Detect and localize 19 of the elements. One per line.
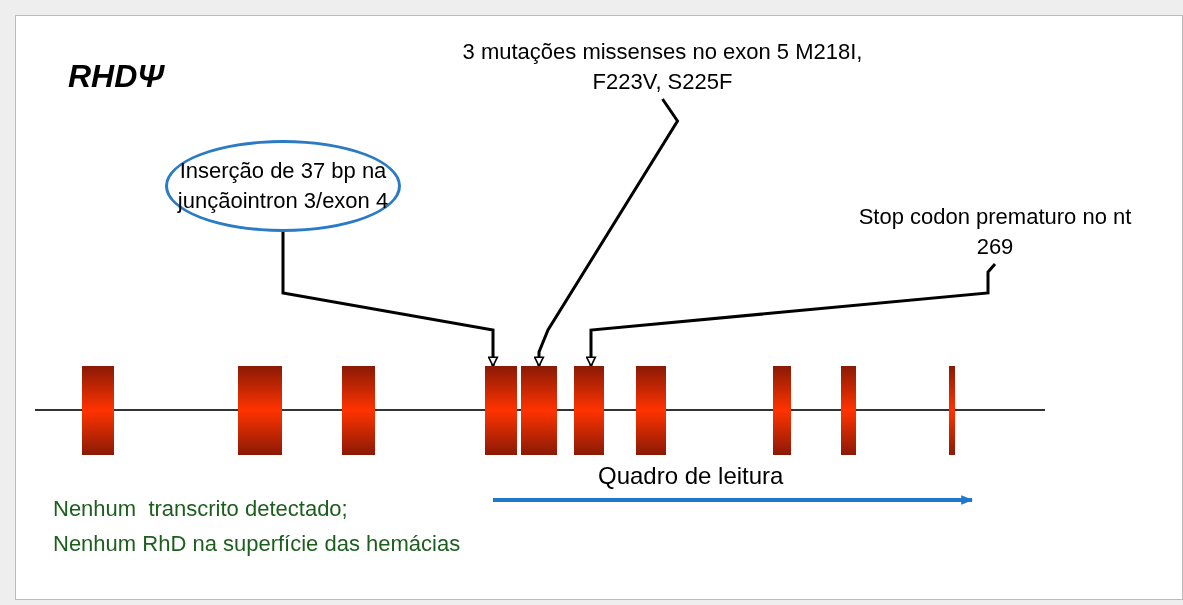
exon-block <box>841 366 856 455</box>
annotation-text: Stop codon prematuro no nt 269 <box>840 200 1150 264</box>
exon-block <box>773 366 791 455</box>
exon-block <box>521 366 557 455</box>
exon-block <box>342 366 375 455</box>
arrow <box>281 232 499 367</box>
gene-title: RHDΨ <box>68 58 164 95</box>
axis-label: Quadro de leitura <box>598 462 784 490</box>
arrow <box>533 98 680 367</box>
annotation-text: 3 mutações missenses no exon 5 M218I, F223V, S225F <box>430 35 895 99</box>
note-text: Nenhum RhD na superfície das hemácias <box>53 531 461 557</box>
arrow <box>585 263 997 367</box>
exon-block <box>485 366 517 455</box>
exon-block <box>238 366 282 455</box>
exon-block <box>82 366 114 455</box>
exon-block <box>949 366 955 455</box>
note-text: Nenhum transcrito detectado; <box>53 496 348 522</box>
exon-block <box>636 366 666 455</box>
exon-block <box>574 366 604 455</box>
